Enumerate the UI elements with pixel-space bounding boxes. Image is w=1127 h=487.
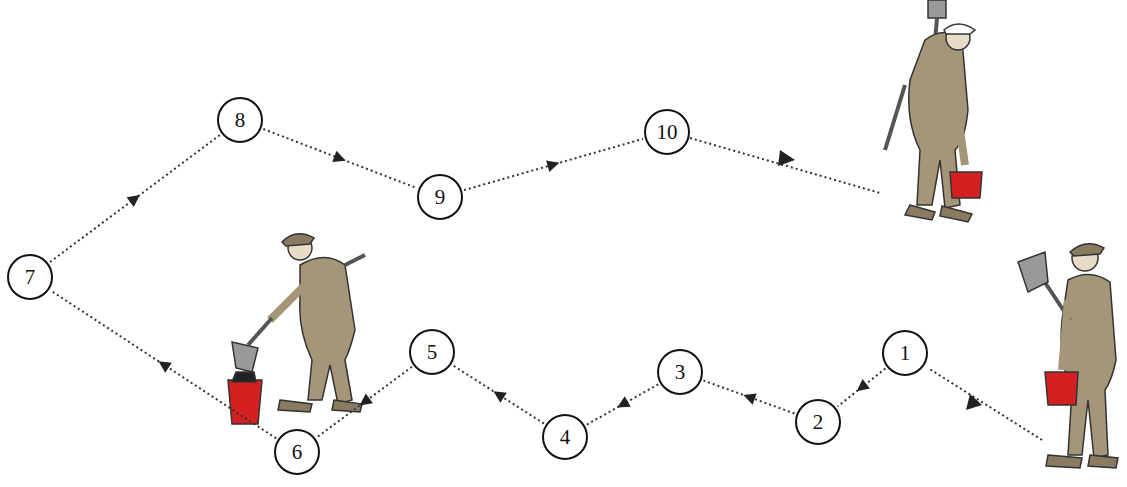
soldier-figure [1018,244,1118,468]
step-circle: 6 [274,429,320,475]
step-circle: 4 [542,414,588,460]
step-circle: 1 [882,330,928,376]
dotted-arrow [50,135,220,262]
step-circle: 10 [644,109,690,155]
dotted-arrow [704,381,795,414]
step-number: 10 [657,122,678,143]
step-number: 1 [900,343,911,364]
step-circle: 9 [417,174,463,220]
step-number: 9 [435,187,446,208]
step-number: 5 [427,342,438,363]
dotted-arrow [464,139,643,190]
step-number: 8 [235,110,246,131]
arrow-head [966,394,982,410]
soldier-figure [885,0,982,222]
walk-path [690,138,1042,440]
dotted-arrow [838,369,886,407]
step-number: 7 [25,267,36,288]
step-circle: 7 [7,254,53,300]
step-number: 2 [813,412,824,433]
step-number: 6 [292,442,303,463]
dotted-arrow [263,129,416,188]
step-number: 4 [560,427,571,448]
step-circle: 2 [795,399,841,445]
step-number: 3 [675,362,686,383]
step-circle: 5 [409,329,455,375]
dotted-arrow [587,384,658,424]
arrow-head [778,150,795,166]
dotted-arrow [453,365,544,423]
step-circle: 3 [657,349,703,395]
dotted-arrow [51,291,276,439]
dotted-arrow [317,367,412,437]
step-circle: 8 [217,97,263,143]
soldier-figure [228,234,365,424]
